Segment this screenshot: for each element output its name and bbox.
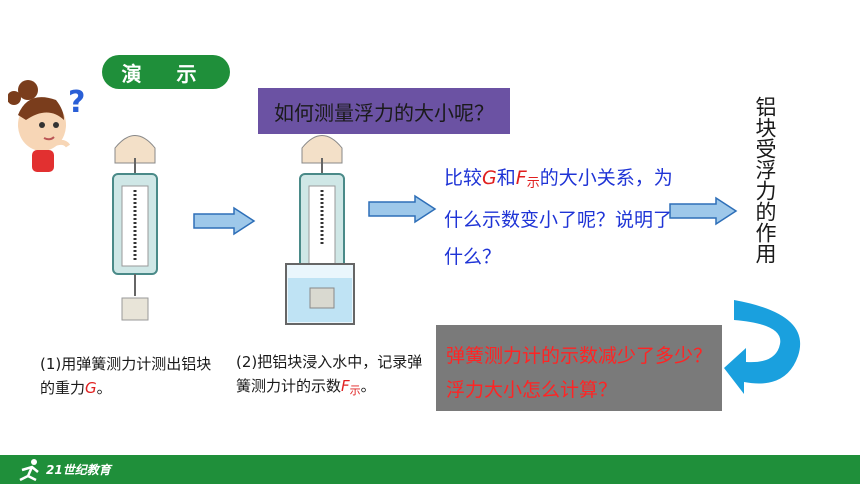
footer-logo-text: 21世纪教育: [46, 463, 111, 477]
compare-question-text: 比较G和F示的大小关系，为什么示数变小了呢？说明了什么？: [444, 167, 673, 268]
arrow-right-icon: [368, 194, 437, 224]
buoyancy-calculation-box: 弹簧测力计的示数减少了多少？浮力大小怎么计算？: [436, 325, 722, 411]
spring-scale-in-water: [285, 135, 355, 325]
arrow-right-icon: [193, 206, 256, 236]
question-box: 如何测量浮力的大小呢？: [258, 88, 510, 134]
runner-logo-icon: [19, 459, 39, 482]
curved-arrow-icon: [724, 300, 801, 394]
demo-badge: 演 示: [102, 55, 230, 89]
svg-text:?: ?: [68, 85, 85, 120]
buoyancy-conclusion-text: 铝块受浮力的作用: [753, 96, 777, 264]
arrow-right-icon: [669, 196, 738, 226]
thinking-girl-illustration: ?: [8, 80, 85, 172]
spring-scale-in-air: [112, 135, 158, 321]
step1-caption: (1)用弹簧测力计测出铝块的重力G。: [40, 355, 212, 397]
footer-bar: 21世纪教育: [0, 455, 860, 484]
step2-caption: (2)把铝块浸入水中，记录弹簧测力计的示数F示。: [236, 353, 423, 397]
